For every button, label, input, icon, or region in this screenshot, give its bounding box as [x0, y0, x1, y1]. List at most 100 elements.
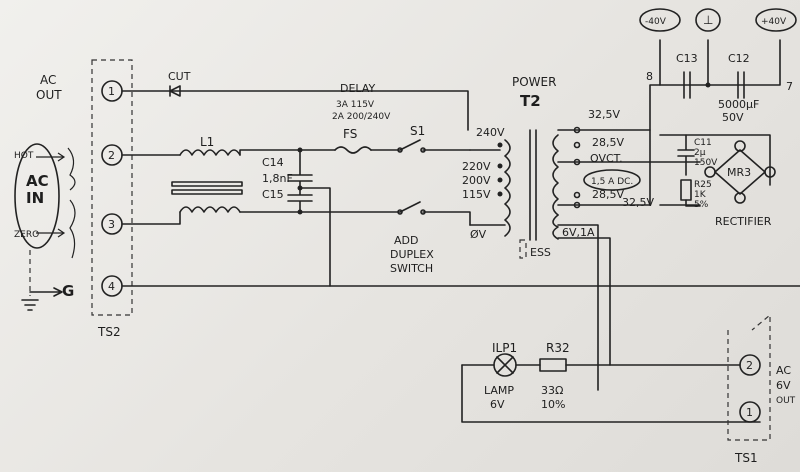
- add-label-2: DUPLEX: [390, 248, 434, 261]
- ground-arrow: [29, 287, 63, 297]
- svg-text:4: 4: [108, 280, 115, 293]
- rail-minus40: -40V: [639, 8, 681, 32]
- dc-note-oval: [583, 169, 641, 191]
- mr3-ac-bottom: [734, 192, 746, 204]
- rectifier-label: RECTIFIER: [715, 215, 772, 228]
- r25-resistor: [680, 179, 692, 201]
- rail-plus40: +40V: [755, 8, 797, 32]
- ac-out-label-2: OUT: [36, 88, 62, 102]
- lamp-return: [461, 364, 761, 423]
- svg-text:+40V: +40V: [761, 17, 787, 27]
- t2-6v-winding: [552, 214, 559, 240]
- l1-label: L1: [200, 135, 214, 149]
- ac-out-label-1: AC: [40, 73, 56, 87]
- tap-0v: ØV: [470, 228, 487, 241]
- cut-label: CUT: [168, 70, 191, 83]
- c12-value-2: 50V: [722, 111, 744, 124]
- mr3-plus: [764, 166, 776, 178]
- r32-value-2: 10%: [541, 398, 565, 411]
- earth-symbol: [21, 299, 39, 311]
- t2-primary: [504, 139, 511, 237]
- rail-ground: ⊥: [695, 8, 721, 32]
- wire-zero: [121, 211, 181, 225]
- sec-6v-wires: [557, 224, 611, 391]
- mr3-ac-top: [734, 140, 746, 152]
- r25-tol: 5%: [694, 200, 709, 210]
- ac-in-label-2: IN: [26, 189, 44, 207]
- r32-label: R32: [546, 341, 570, 355]
- switch-s1: [370, 139, 471, 151]
- r25-label: R25: [694, 180, 712, 190]
- zero-arrow: [36, 228, 66, 238]
- mr3-label: MR3: [727, 166, 751, 179]
- tap-240: 240V: [476, 126, 505, 139]
- r25-wire: [685, 199, 701, 207]
- c11-value: 2μ: [694, 148, 706, 158]
- t2-label: T2: [520, 92, 541, 110]
- svg-text:⊥: ⊥: [703, 13, 713, 27]
- tap-220: 220V: [462, 160, 491, 173]
- sec-ovct: OVCT.: [590, 152, 623, 165]
- node-8: 8: [646, 70, 653, 83]
- ts1-terminal-2: 2: [739, 354, 761, 376]
- delay-label-3: 2A 200/240V: [332, 112, 391, 122]
- l1-coil-bottom: [179, 206, 241, 213]
- ts2-box: [91, 59, 133, 316]
- svg-text:-40V: -40V: [645, 17, 667, 27]
- sec-28v5-top: 28,5V: [592, 136, 624, 149]
- zero-label: ZERO: [14, 230, 39, 240]
- rect-wires: [659, 134, 771, 206]
- delay-label-1: DELAY: [340, 82, 375, 95]
- r32-value-1: 33Ω: [541, 384, 563, 397]
- l1-core-2: [171, 189, 243, 195]
- ts1-terminal-1: 1: [739, 401, 761, 423]
- hot-label: HOT: [14, 151, 34, 161]
- ts2-terminal-3: 3: [101, 213, 123, 235]
- tap-200: 200V: [462, 174, 491, 187]
- s1-label: S1: [410, 124, 425, 138]
- cut-wire: [121, 90, 469, 131]
- ac6v-label-3: OUT: [776, 396, 796, 406]
- duplex-switch: [299, 201, 471, 226]
- lamp-label-2: 6V: [490, 398, 505, 411]
- mr3-minus: [704, 166, 716, 178]
- sec-top-wire: [557, 84, 661, 131]
- t2-secondary: [552, 134, 559, 216]
- lamp-cross: [496, 356, 514, 374]
- c14-value: 1,8nF: [262, 172, 293, 185]
- mr3-bridge: [714, 149, 766, 195]
- t2-core: [529, 129, 537, 241]
- delay-label-2: 3A 115V: [336, 100, 375, 110]
- ess-label: ESS: [530, 246, 551, 259]
- c14-label: C14: [262, 156, 284, 169]
- sec-6v-1a: 6V,1A: [562, 226, 595, 239]
- power-label: POWER: [512, 75, 556, 89]
- l1-coil-top: [179, 149, 241, 156]
- ts2-terminal-4: 4: [101, 275, 123, 297]
- ts1-label: TS1: [734, 451, 758, 465]
- ac-in-label-1: AC: [26, 172, 49, 190]
- svg-text:1: 1: [108, 85, 115, 98]
- c15-label: C15: [262, 188, 284, 201]
- c13-label: C13: [676, 52, 698, 65]
- c13-cap: [683, 71, 691, 99]
- ts2-terminal-1: 1: [101, 80, 123, 102]
- c-midpoint-ground: [299, 187, 331, 287]
- ts2-terminal-2: 2: [101, 144, 123, 166]
- sec-32v5-top: 32,5V: [588, 108, 620, 121]
- fs-label: FS: [343, 127, 357, 141]
- c11-label: C11: [694, 138, 712, 148]
- cut-diode: [169, 85, 181, 97]
- add-label-3: SWITCH: [390, 262, 433, 275]
- brace-bottom: [69, 199, 76, 259]
- rail-bus: [659, 39, 781, 86]
- r32-resistor: [539, 358, 567, 372]
- ground-label: G: [62, 282, 74, 300]
- svg-text:2: 2: [746, 359, 753, 372]
- ac6v-label-2: 6V: [776, 379, 791, 392]
- primary-wires: [469, 149, 506, 226]
- ts2-label: TS2: [97, 325, 121, 339]
- svg-text:2: 2: [108, 149, 115, 162]
